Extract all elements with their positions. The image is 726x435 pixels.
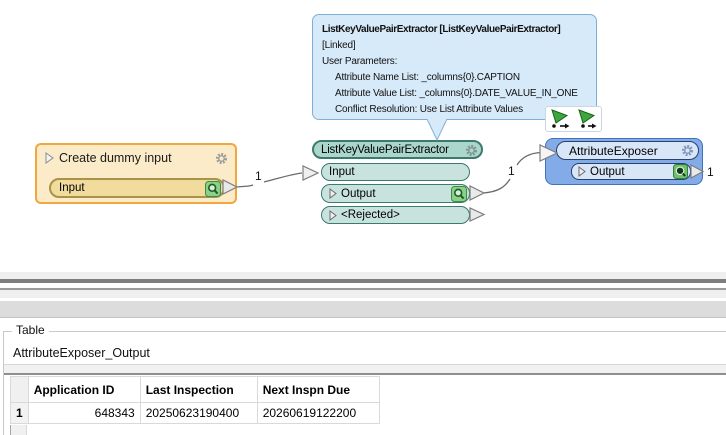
- tooltip-tail: [426, 119, 448, 142]
- output-count-label: 1: [707, 165, 714, 179]
- port-label: Output: [341, 187, 376, 200]
- gear-icon[interactable]: [215, 152, 228, 165]
- column-header[interactable]: Application ID: [27, 376, 141, 403]
- tooltip-param: Conflict Resolution: Use List Attribute …: [335, 104, 523, 115]
- port-output[interactable]: Output: [321, 184, 470, 203]
- table-groupbox-label: Table: [12, 323, 49, 337]
- port-label: <Rejected>: [341, 209, 400, 221]
- inspect-magnifier-active-icon[interactable]: [673, 164, 688, 179]
- extractor-output-arrow: [469, 185, 486, 201]
- cell-application-id[interactable]: 648343: [27, 402, 141, 424]
- grid-data-row[interactable]: 1 648343 20250623190400 20260619122200: [10, 402, 380, 424]
- node-title: Create dummy input: [59, 151, 172, 165]
- port-label: Input: [59, 182, 85, 194]
- node-listkeyvaluepairextractor[interactable]: ListKeyValuePairExtractor: [312, 140, 483, 159]
- port-output[interactable]: Output: [571, 163, 691, 180]
- tooltip-param: Attribute Name List: _columns{0}.CAPTION: [335, 72, 520, 83]
- node-title-row: Create dummy input: [45, 151, 172, 165]
- tooltip-params-header: User Parameters:: [322, 56, 398, 67]
- port-triangle-icon: [578, 166, 586, 177]
- next-row-number-cell: [10, 425, 27, 435]
- port-rejected[interactable]: <Rejected>: [321, 206, 470, 224]
- preview-data-grid[interactable]: Application ID Last Inspection Next Insp…: [10, 376, 380, 424]
- connection-count-label: 1: [255, 169, 262, 183]
- extractor-rejected-arrow: [469, 207, 486, 222]
- grid-header-row: Application ID Last Inspection Next Insp…: [10, 376, 380, 403]
- visual-preview-toolbar[interactable]: [0, 301, 726, 318]
- column-header[interactable]: Last Inspection: [139, 376, 258, 403]
- column-header[interactable]: Next Inspn Due: [256, 376, 380, 403]
- node-attributeexposer-title[interactable]: AttributeExposer: [556, 141, 699, 160]
- panel-divider: [0, 288, 726, 290]
- inspect-magnifier-icon[interactable]: [205, 181, 221, 197]
- cell-last-inspection[interactable]: 20250623190400: [139, 402, 258, 424]
- port-input[interactable]: Input: [49, 178, 225, 198]
- port-label: Input: [329, 166, 355, 178]
- panel-splitter[interactable]: [0, 279, 726, 283]
- port-input[interactable]: Input: [321, 163, 470, 181]
- node-title: AttributeExposer: [569, 143, 658, 158]
- feature-type-tab[interactable]: AttributeExposer_Output: [13, 346, 150, 360]
- tooltip-title: ListKeyValuePairExtractor [ListKeyValueP…: [322, 24, 561, 35]
- table-groupbox: [3, 331, 726, 435]
- drag-cursor-icons-box: [545, 106, 602, 132]
- row-number-cell[interactable]: 1: [10, 402, 29, 424]
- inspect-magnifier-icon[interactable]: [451, 186, 467, 202]
- workflow-canvas[interactable]: 1 1 1 Create dummy input Input: [0, 0, 726, 270]
- port-triangle-icon: [329, 209, 337, 221]
- gear-icon[interactable]: [465, 144, 478, 157]
- transformer-tooltip: ListKeyValuePairExtractor [ListKeyValueP…: [312, 14, 597, 120]
- port-triangle-icon: [329, 188, 337, 199]
- tab-strip: [4, 364, 726, 375]
- connect-cursor-icon: [577, 109, 596, 129]
- grid-corner-cell[interactable]: [10, 376, 29, 403]
- connect-cursor-icon: [550, 109, 569, 129]
- node-title: ListKeyValuePairExtractor: [321, 143, 449, 156]
- node-create-dummy-input[interactable]: Create dummy input Input: [35, 143, 237, 204]
- connection-count-label: 1: [508, 164, 515, 178]
- port-label: Output: [590, 165, 625, 178]
- cell-next-inspn-due[interactable]: 20260619122200: [256, 402, 380, 424]
- panel-gap: [0, 272, 726, 279]
- collapse-triangle-icon[interactable]: [45, 152, 54, 164]
- tooltip-linked: [Linked]: [322, 40, 356, 51]
- tooltip-param: Attribute Value List: _columns{0}.DATE_V…: [335, 88, 578, 99]
- extractor-in-arrow: [302, 165, 320, 181]
- panel-gap: [0, 290, 726, 298]
- gear-icon[interactable]: [681, 144, 694, 157]
